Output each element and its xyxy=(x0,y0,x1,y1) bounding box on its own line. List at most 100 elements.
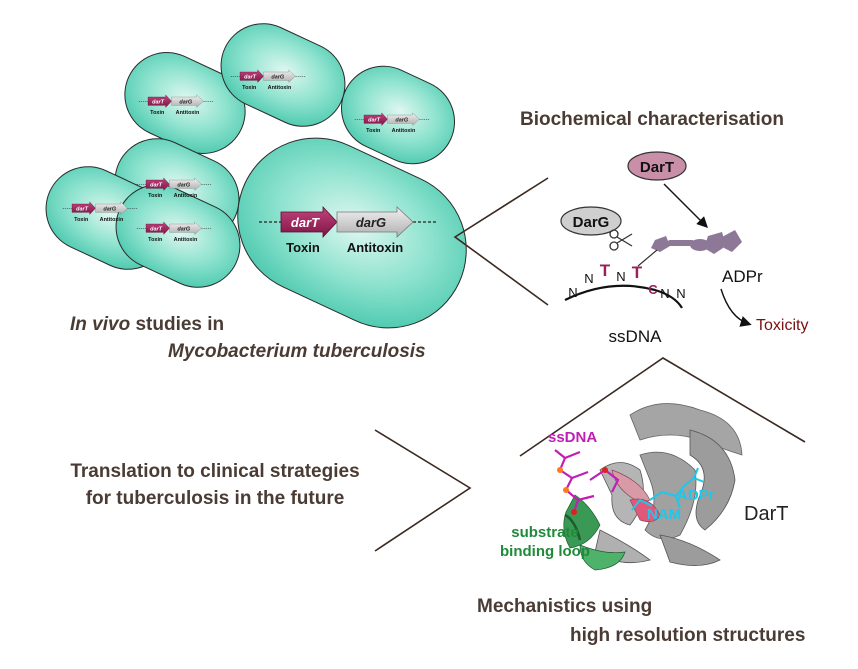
heading-organism: Mycobacterium tuberculosis xyxy=(168,341,426,362)
heading-mechanistics-1: Mechanistics using xyxy=(477,596,652,617)
toxin-gene-arrow xyxy=(147,94,172,108)
antitoxin-gene-name: darG xyxy=(177,182,190,188)
cells-group xyxy=(45,23,467,329)
adpr-molecule xyxy=(651,230,742,254)
ssdna-base: T xyxy=(632,263,643,282)
structure-nam-label: NAM xyxy=(647,506,681,523)
antitoxin-gene-arrow xyxy=(169,177,202,191)
toxicity-label: Toxicity xyxy=(756,317,808,334)
toxin-gene-arrow xyxy=(145,177,170,191)
antitoxin-gene-name: darG xyxy=(103,206,116,212)
loop-label-2: binding loop xyxy=(500,543,590,560)
toxicity-arrow xyxy=(720,288,752,327)
antitoxin-label: Antitoxin xyxy=(347,240,403,255)
scissors-icon xyxy=(609,229,633,251)
heading-translation-1: Translation to clinical strategies xyxy=(70,461,359,482)
ssdna-strand xyxy=(564,284,683,309)
toxin-label: Toxin xyxy=(150,110,164,116)
toxin-label: Toxin xyxy=(366,128,380,134)
antitoxin-label: Antitoxin xyxy=(100,217,124,223)
toxin-gene-arrow xyxy=(363,112,388,126)
ssdna-base: N xyxy=(616,269,625,284)
antitoxin-label: Antitoxin xyxy=(176,110,200,116)
structure-panel: ssDNA ADPr NAM DarT substrate binding lo… xyxy=(500,403,788,571)
antitoxin-label: Antitoxin xyxy=(174,193,198,199)
structure-dart-label: DarT xyxy=(744,503,788,525)
toxin-gene-name: darT xyxy=(368,117,380,123)
darg-ellipse xyxy=(560,206,622,236)
toxin-label: Toxin xyxy=(74,217,88,223)
adpr-sticks xyxy=(631,467,705,511)
antitoxin-label: Antitoxin xyxy=(268,85,292,91)
dart-arrow xyxy=(663,183,708,228)
antitoxin-gene-arrow xyxy=(95,201,128,215)
protein-ribbon-grey xyxy=(594,403,743,566)
loop-label-1: substrate xyxy=(511,524,579,541)
toxin-gene-name: darT xyxy=(150,182,162,188)
toxin-gene-name: darT xyxy=(244,74,256,80)
operon: darT darG Toxin Antitoxin xyxy=(136,177,212,199)
antitoxin-label: Antitoxin xyxy=(174,237,198,243)
toxin-gene-arrow xyxy=(280,205,338,239)
ssdna-sticks xyxy=(554,449,620,513)
antitoxin-gene-name: darG xyxy=(271,74,284,80)
toxin-gene-arrow xyxy=(145,221,170,235)
toxin-label: Toxin xyxy=(148,193,162,199)
heading-invivo: In vivo studies in xyxy=(70,314,224,335)
operon: darT darG Toxin Antitoxin xyxy=(259,205,437,255)
operon: darT darG Toxin Antitoxin xyxy=(138,94,214,116)
protein-ribbon-green xyxy=(563,494,626,571)
structure-adpr-label: ADPr xyxy=(677,487,715,504)
antitoxin-label: Antitoxin xyxy=(392,128,416,134)
dart-ellipse xyxy=(627,151,687,181)
structure-ssdna-label: ssDNA xyxy=(548,429,597,446)
ssdna-base: C xyxy=(648,282,658,297)
antitoxin-gene-arrow xyxy=(171,94,204,108)
connector-top-mid xyxy=(519,357,806,457)
connector-bottom-left xyxy=(374,429,472,552)
ssdna-base: N xyxy=(568,285,577,300)
antitoxin-gene-arrow xyxy=(263,69,296,83)
heading-mechanistics-2: high resolution structures xyxy=(570,625,805,646)
toxin-label: Toxin xyxy=(242,85,256,91)
heading-invivo-rest: studies in xyxy=(130,314,224,335)
ssdna-atoms xyxy=(557,467,608,515)
connector-top-right xyxy=(453,177,549,306)
adpr-bond xyxy=(637,249,658,267)
antitoxin-gene-name: darG xyxy=(177,226,190,232)
toxin-gene-arrow xyxy=(239,69,264,83)
operon: darT darG Toxin Antitoxin xyxy=(230,69,306,91)
antitoxin-gene-name: darG xyxy=(356,215,386,230)
operon: darT darG Toxin Antitoxin xyxy=(62,201,138,223)
ssdna-label: ssDNA xyxy=(609,327,663,346)
toxin-label: Toxin xyxy=(286,240,320,255)
heading-biochem: Biochemical characterisation xyxy=(520,109,784,130)
ssdna-base: N xyxy=(676,286,685,301)
heading-invivo-italic: In vivo xyxy=(70,314,130,335)
toxin-gene-arrow xyxy=(71,201,96,215)
toxin-gene-name: darT xyxy=(150,226,162,232)
antitoxin-gene-arrow xyxy=(336,206,414,238)
antitoxin-gene-arrow xyxy=(169,221,202,235)
darg-label: DarG xyxy=(573,214,610,231)
toxin-gene-name: darT xyxy=(152,99,164,105)
ssdna-base: N xyxy=(584,271,593,286)
toxin-gene-name: darT xyxy=(291,215,320,230)
adpr-label: ADPr xyxy=(722,267,763,286)
antitoxin-gene-name: darG xyxy=(179,99,192,105)
operon: darT darG Toxin Antitoxin xyxy=(354,112,430,134)
toxin-gene-name: darT xyxy=(76,206,88,212)
ssdna-base: N xyxy=(660,286,669,301)
cell-capsule-large xyxy=(237,137,467,329)
heading-translation-2: for tuberculosis in the future xyxy=(86,488,345,509)
ssdna-base: T xyxy=(600,261,611,280)
antitoxin-gene-name: darG xyxy=(395,117,408,123)
antitoxin-gene-arrow xyxy=(387,112,420,126)
dart-label: DarT xyxy=(640,159,674,176)
